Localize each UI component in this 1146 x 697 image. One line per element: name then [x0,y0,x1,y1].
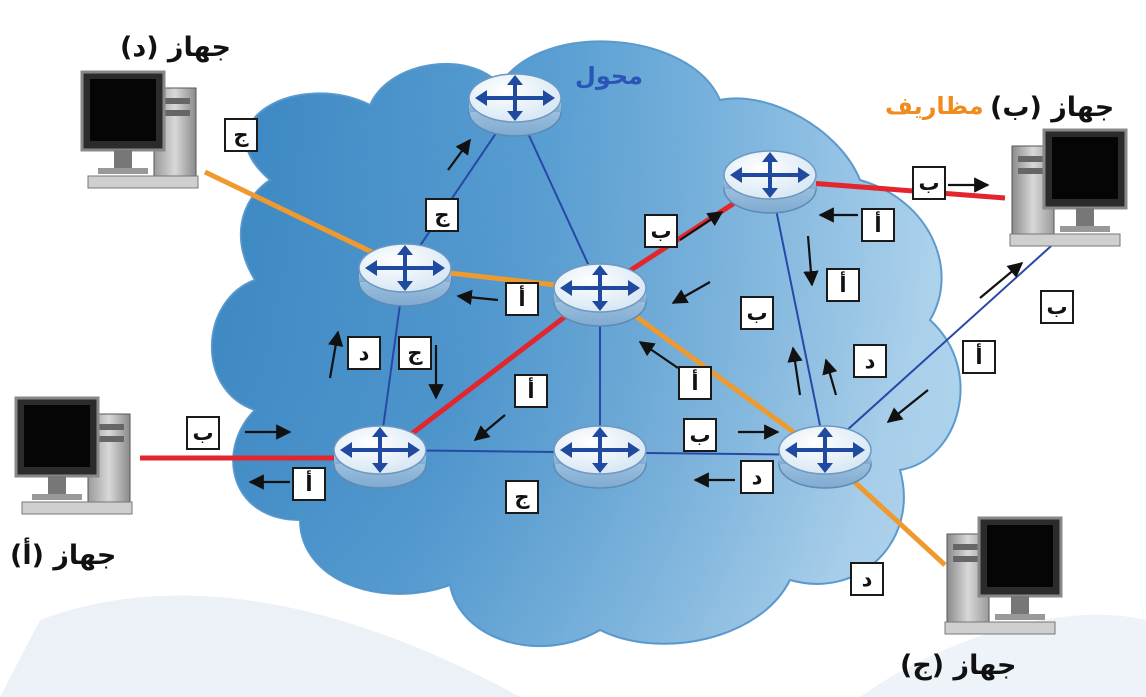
packet-d: د [850,562,884,596]
packet-c: ج [224,118,258,152]
packet-d: د [853,344,887,378]
device-d-label: جهاز (د) [120,32,231,63]
packet-a: أ [514,374,548,408]
arrow-icon [245,138,1024,490]
desktop-computer-icon [944,516,1063,635]
packet-a: أ [678,366,712,400]
router-icon [552,424,648,490]
packet-a: أ [861,208,895,242]
packet-c: ج [505,480,539,514]
packet-b: ب [683,418,717,452]
packet-a: أ [505,282,539,316]
packet-b: ب [740,296,774,330]
packet-d: د [347,336,381,370]
packet-c: ج [425,198,459,232]
desktop-computer-icon [80,70,199,189]
router-icon [332,424,428,490]
packet-b: ب [644,214,678,248]
router-icon [467,72,563,138]
packet-b: ب [912,166,946,200]
switch-label: محول [575,62,644,90]
packet-d: د [740,460,774,494]
router-icon [777,424,873,490]
packet-a: أ [292,467,326,501]
packet-b: ب [1040,290,1074,324]
device-a-label: جهاز (أ) [10,540,117,571]
switch-cloud [210,40,962,648]
packet-a: أ [962,340,996,374]
router-icon [552,262,648,328]
packets-label: مظاريف [885,92,984,120]
device-c-label: جهاز (ج) [900,650,1017,681]
device-b-label: جهاز (ب) [990,92,1115,123]
packet-c: ج [398,336,432,370]
packet-b: ب [186,416,220,450]
packet-pair-b-a: ب [1040,290,1074,324]
packet-a: أ [826,268,860,302]
desktop-computer-icon [1009,128,1128,247]
desktop-computer-icon [14,396,133,515]
router-icon [722,149,818,215]
router-icon [357,242,453,308]
